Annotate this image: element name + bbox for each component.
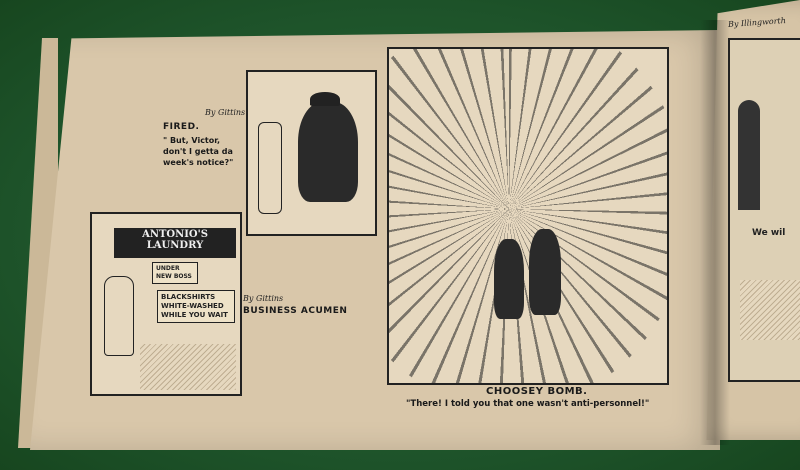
right-page-partial-text: We wil: [752, 228, 786, 238]
right-page-cartoon-panel: We wil: [728, 38, 800, 382]
fired-title: FIRED.: [163, 122, 200, 132]
soldier-figure-1: [494, 239, 524, 319]
bomb-caption: "There! I told you that one wasn't anti-…: [406, 399, 650, 409]
fired-credit: By Gittins: [205, 108, 246, 117]
laundry-title: BUSINESS ACUMEN: [243, 306, 348, 316]
blackshirts-poster: BLACKSHIRTS WHITE-WASHED WHILE YOU WAIT: [157, 290, 235, 324]
sign-line-1: ANTONIO'S: [142, 229, 208, 240]
choosey-bomb-cartoon-panel: [387, 47, 669, 385]
small-soldier-figure: [258, 122, 282, 214]
dictator-figure: [298, 102, 358, 202]
laundry-sign: ANTONIO'S LAUNDRY: [114, 228, 236, 258]
under-new-boss-notice: UNDER NEW BOSS: [152, 262, 198, 284]
laundry-credit: By Gittins: [243, 294, 284, 303]
bomb-title: CHOOSEY BOMB.: [486, 386, 588, 397]
sign-line-2: LAUNDRY: [146, 239, 204, 251]
hatched-area: [740, 280, 800, 340]
shopfront-base: [140, 344, 236, 390]
poster-line-3: WHILE YOU WAIT: [161, 311, 228, 320]
fired-caption: " But, Victor, don't I getta da week's n…: [163, 136, 234, 167]
laundry-cartoon-panel: ANTONIO'S LAUNDRY UNDER NEW BOSS BLACKSH…: [90, 212, 242, 396]
book-gutter: [700, 20, 730, 445]
cap-shape: [310, 92, 340, 106]
shopkeeper-figure: [104, 276, 134, 356]
poster-line-1: BLACKSHIRTS: [161, 293, 216, 301]
soldier-figure-2: [529, 229, 561, 315]
poster-line-2: WHITE-WASHED: [161, 302, 224, 311]
explosion-burst: [389, 49, 667, 383]
fired-cartoon-panel: [246, 70, 377, 236]
arch-window: [738, 100, 760, 210]
